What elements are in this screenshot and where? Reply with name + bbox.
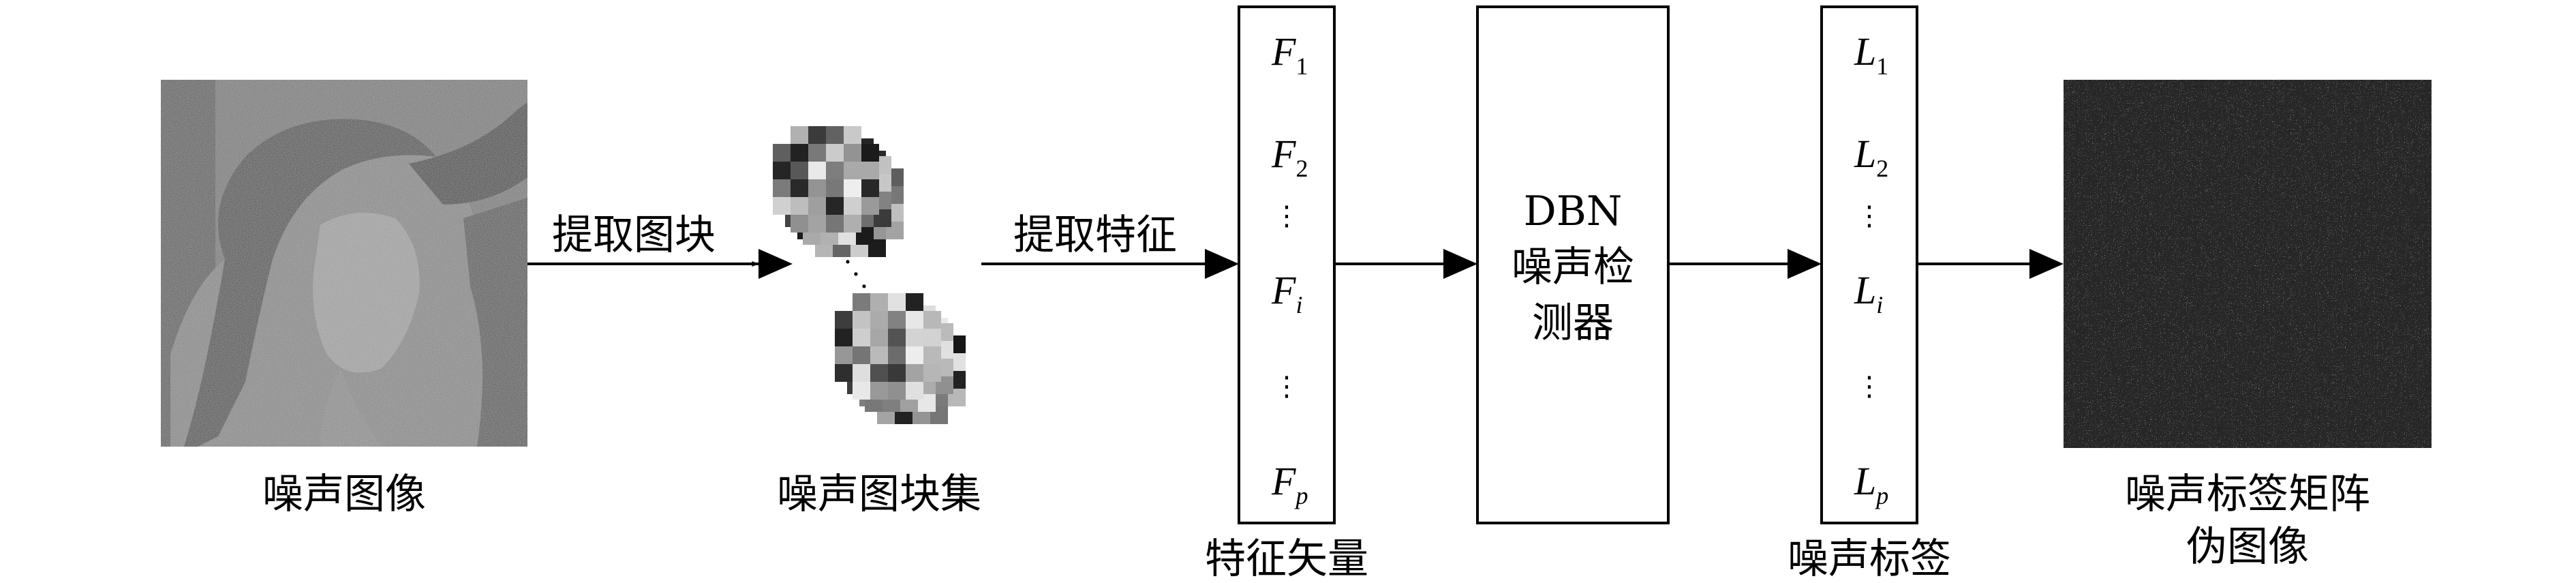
noise-label-caption: 噪声标签 xyxy=(1788,535,1951,583)
extract-features-label: 提取特征 xyxy=(1013,211,1177,259)
detector-line-3: 测器 xyxy=(1532,299,1614,347)
feature-vector-box xyxy=(1238,5,1336,524)
noise-label-vector-box xyxy=(1820,5,1918,524)
noise-label-item-4: ⋮ xyxy=(1856,371,1883,402)
arrowhead-to-labels xyxy=(1788,249,1822,279)
detector-line-1: DBN xyxy=(1524,188,1623,235)
arrowhead-extract-features xyxy=(1205,249,1239,279)
extract-patches-label: 提取图块 xyxy=(552,211,716,259)
noisy-input-image xyxy=(161,80,527,447)
feature-vector-item-1: F2 xyxy=(1271,132,1308,182)
input-image-caption: 噪声图像 xyxy=(262,470,426,518)
patch-stack-top xyxy=(773,126,904,257)
patch-set-caption: 噪声图块集 xyxy=(777,470,981,518)
noise-label-item-0: L1 xyxy=(1854,29,1888,80)
patch-ellipsis-3: · xyxy=(860,271,869,303)
patch-stack-bottom xyxy=(835,293,966,424)
feature-vector-item-2: ⋮ xyxy=(1273,200,1300,232)
noise-label-item-5: Lp xyxy=(1854,459,1888,509)
feature-vector-item-0: F1 xyxy=(1271,29,1308,80)
feature-vector-item-3: Fi xyxy=(1271,268,1302,318)
output-caption-line-2: 伪图像 xyxy=(2186,523,2309,571)
output-caption-line-1: 噪声标签矩阵 xyxy=(2125,470,2370,518)
detector-line-2: 噪声检 xyxy=(1512,243,1634,291)
feature-vector-item-4: ⋮ xyxy=(1273,371,1300,402)
noise-label-pseudo-image xyxy=(2064,80,2432,448)
patch-ellipsis: · xyxy=(844,247,853,278)
noise-label-item-1: L2 xyxy=(1854,132,1888,182)
noise-label-item-3: Li xyxy=(1854,268,1883,318)
feature-vector-caption: 特征矢量 xyxy=(1205,535,1368,583)
feature-vector-item-5: Fp xyxy=(1271,459,1308,509)
arrowhead-to-detector xyxy=(1443,249,1477,279)
noise-label-item-2: ⋮ xyxy=(1856,200,1883,232)
patch-ellipsis-2: · xyxy=(852,259,861,290)
arrowhead-to-output xyxy=(2029,249,2064,279)
arrowhead-extract-patches xyxy=(758,249,793,279)
